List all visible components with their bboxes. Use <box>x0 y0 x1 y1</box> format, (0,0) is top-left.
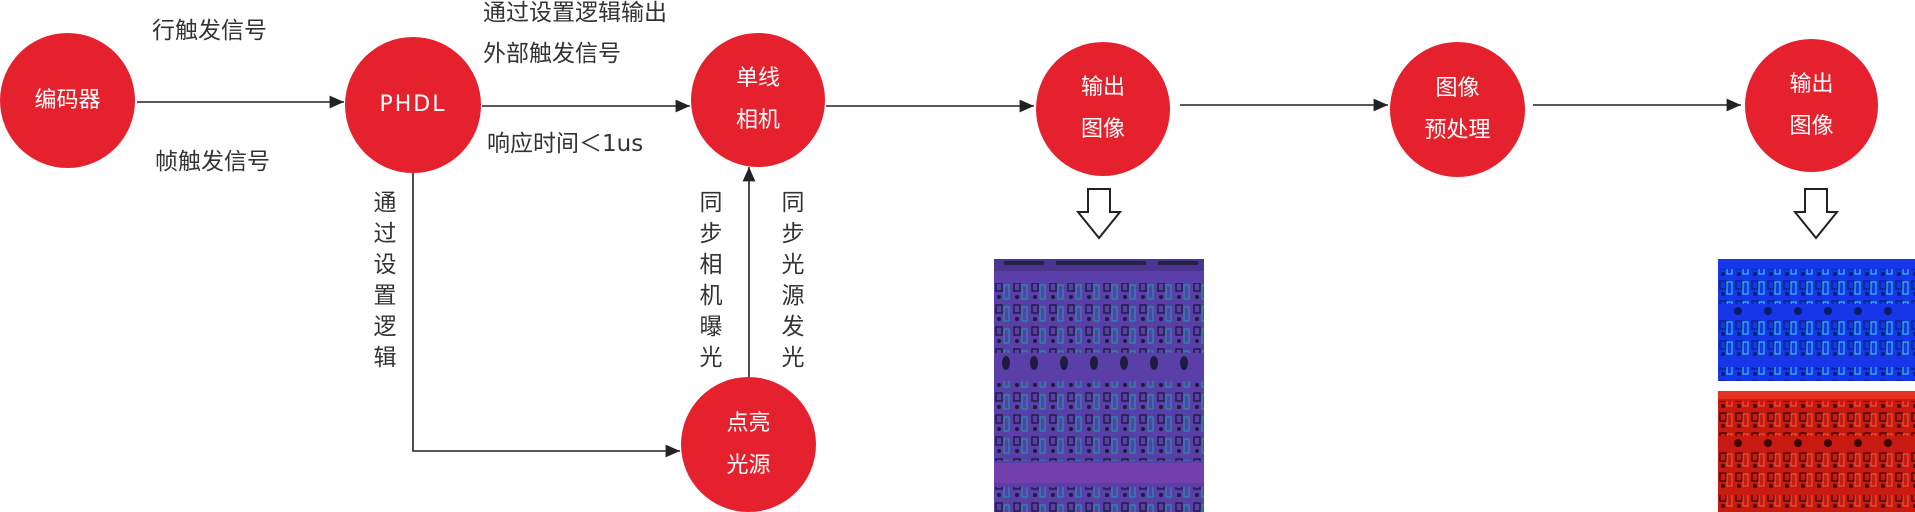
phdl-node: PHDL <box>345 37 481 173</box>
output-image-thumbnail <box>994 259 1204 512</box>
arrow-phdl-to-light <box>412 172 680 458</box>
final-output-node: 输出 图像 <box>1745 39 1878 172</box>
node-label: 相机 <box>735 108 780 133</box>
preprocessed-blue-thumbnail <box>1718 259 1915 381</box>
line-trigger-label: 行触发信号 <box>152 18 267 44</box>
down-arrow-icon <box>1792 188 1840 240</box>
set-logic-vertical-label: 通过设置逻辑 <box>373 190 397 371</box>
response-time-label: 响应时间＜1us <box>487 131 644 157</box>
node-label: 单线 <box>735 66 780 91</box>
node-label: 预处理 <box>1424 117 1491 143</box>
sync-light-vertical-label: 同步光源发光 <box>781 190 805 371</box>
purple-circuit-board-image <box>994 259 1204 512</box>
node-label: 图像 <box>1435 75 1480 101</box>
node-label: 输出 <box>1080 75 1125 100</box>
output-image-node: 输出 图像 <box>1036 42 1170 176</box>
light-source-node: 点亮 光源 <box>681 377 816 512</box>
preprocess-node: 图像 预处理 <box>1390 42 1525 177</box>
down-arrow-icon <box>1075 188 1123 240</box>
sync-exposure-vertical-label: 同步相机曝光 <box>699 190 723 371</box>
node-label: 编码器 <box>34 87 101 113</box>
camera-node: 单线 相机 <box>691 33 825 167</box>
logic-output-label-line1: 通过设置逻辑输出 <box>483 0 667 26</box>
node-label: PHDL <box>379 92 447 117</box>
node-label: 图像 <box>1080 117 1125 142</box>
node-label: 点亮 <box>726 410 771 436</box>
encoder-node: 编码器 <box>0 33 135 168</box>
logic-output-label-line2: 外部触发信号 <box>483 41 621 67</box>
node-label: 图像 <box>1789 113 1834 139</box>
frame-trigger-label: 帧触发信号 <box>155 149 270 175</box>
blue-circuit-board-image <box>1718 259 1915 381</box>
node-label: 输出 <box>1789 71 1834 97</box>
red-circuit-board-image <box>1718 391 1915 512</box>
node-label: 光源 <box>726 452 771 478</box>
preprocessed-red-thumbnail <box>1718 391 1915 512</box>
